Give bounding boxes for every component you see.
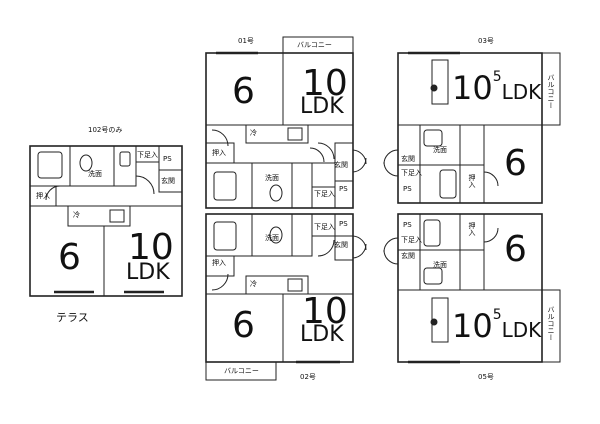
u201-room2-type: LDK <box>300 322 344 347</box>
u201-room1-size: 6 <box>232 305 255 346</box>
u201-washroom-label: 洗面 <box>265 234 279 242</box>
u101-room2-size: 10 <box>302 63 348 104</box>
u105-main-size-sup: 5 <box>492 307 502 323</box>
u103-entrance-label: 玄関 <box>401 155 415 163</box>
u103-balcony-label: バルコニー <box>547 74 555 109</box>
u105-main-room: 105LDK <box>452 307 542 345</box>
u201-closet-label: 押入 <box>212 259 226 267</box>
u103-unit-label: 03号 <box>478 37 494 45</box>
unit-103-walls <box>383 51 561 204</box>
u101-entrance-label: 玄関 <box>334 161 348 169</box>
u105-ps-label: PS <box>403 221 412 229</box>
unit-101-walls <box>205 36 367 209</box>
u103-room2-size: 6 <box>504 143 527 184</box>
u101-closet-label: 押入 <box>212 149 226 157</box>
u102-entrance-label: 玄関 <box>161 177 175 185</box>
u105-balcony-label: バルコニー <box>547 306 555 341</box>
unit-102-note: 102号のみ <box>88 126 123 134</box>
u103-washroom-label: 洗面 <box>433 146 447 154</box>
u102-room1-size: 6 <box>58 237 81 278</box>
u103-main-size: 10 <box>452 69 493 107</box>
u102-washroom-label: 洗面 <box>88 170 102 178</box>
u201-balcony-label: バルコニー <box>224 367 259 375</box>
u103-shoe-box-label: 下足入 <box>401 169 422 177</box>
u101-unit-label: 01号 <box>238 37 254 45</box>
u105-closet-label: 押入 <box>468 222 476 236</box>
u201-unit-label: 02号 <box>300 373 316 381</box>
u103-main-size-sup: 5 <box>492 69 502 85</box>
u101-balcony-label: バルコニー <box>297 41 332 49</box>
u201-entrance-label: 玄関 <box>334 241 348 249</box>
u105-shoe-box-label: 下足入 <box>401 236 422 244</box>
u101-shoe-box-label: 下足入 <box>314 190 335 198</box>
u103-closet-label: 押入 <box>468 174 476 188</box>
u102-terrace-label: テラス <box>56 311 89 324</box>
u201-room2-size: 10 <box>302 291 348 332</box>
unit-201-walls <box>205 213 367 381</box>
u105-washroom-label: 洗面 <box>433 261 447 269</box>
u102-shoe-box-label: 下足入 <box>137 151 158 159</box>
u102-room2-type: LDK <box>126 260 170 285</box>
u102-closet-label: 押入 <box>36 192 50 200</box>
u105-main-size: 10 <box>452 307 493 345</box>
u102-room2-size: 10 <box>128 227 174 268</box>
u201-fridge-label: 冷 <box>250 280 257 288</box>
u101-room1-size: 6 <box>232 71 255 112</box>
unit-105-walls <box>383 213 561 364</box>
u105-room2-size: 6 <box>504 229 527 270</box>
u201-ps-label: PS <box>339 220 348 228</box>
u105-entrance-label: 玄関 <box>401 252 415 260</box>
unit-102-walls <box>29 145 183 297</box>
u101-room2-type: LDK <box>300 94 344 119</box>
u105-main-type: LDK <box>501 318 542 342</box>
u105-unit-label: 05号 <box>478 373 494 381</box>
u101-washroom-label: 洗面 <box>265 174 279 182</box>
u201-shoe-box-label: 下足入 <box>314 223 335 231</box>
u103-ps-label: PS <box>403 185 412 193</box>
u101-ps-label: PS <box>339 185 348 193</box>
u102-ps-label: PS <box>163 155 172 163</box>
u101-fridge-label: 冷 <box>250 129 257 137</box>
u103-main-type: LDK <box>501 80 542 104</box>
u102-fridge-label: 冷 <box>73 211 80 219</box>
u103-main-room: 105LDK <box>452 69 542 107</box>
